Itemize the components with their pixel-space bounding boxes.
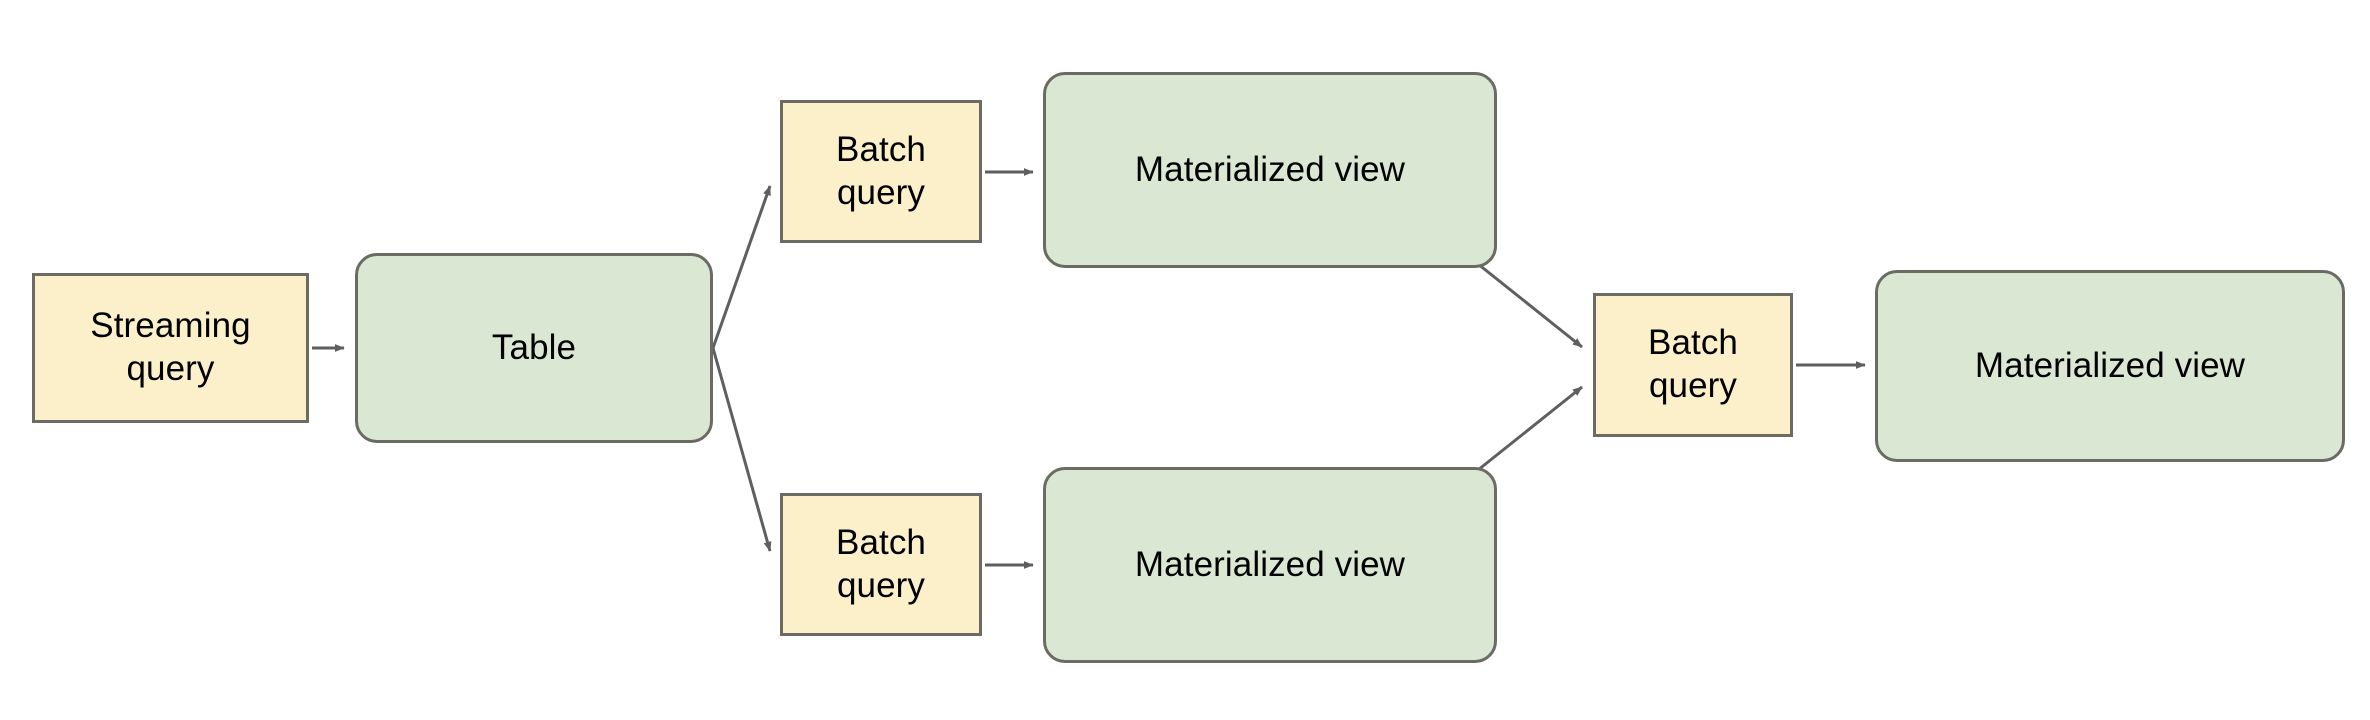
edge-materialized-view-bottom-to-batch-query-center (1477, 385, 1583, 472)
node-materialized-view-right[interactable]: Materialized view (1875, 270, 2345, 462)
node-materialized-view-top[interactable]: Materialized view (1043, 72, 1497, 268)
node-batch-query-bottom-label: Batch query (836, 522, 926, 605)
node-batch-query-center-label: Batch query (1648, 323, 1738, 405)
node-table[interactable]: Table (355, 253, 713, 443)
edge-materialized-view-top-to-batch-query-center (1477, 262, 1583, 349)
node-streaming-query[interactable]: Streaming query (32, 273, 309, 423)
edge-table-to-batch-query-bottom (711, 347, 772, 552)
node-materialized-view-bottom[interactable]: Materialized view (1043, 467, 1497, 663)
node-table-label: Table (491, 327, 577, 367)
node-materialized-view-top-label: Materialized view (1134, 149, 1406, 189)
node-batch-query-bottom[interactable]: Batch query (780, 493, 982, 636)
node-materialized-view-bottom-label: Materialized view (1134, 544, 1406, 584)
node-batch-query-top-label: Batch query (836, 129, 926, 212)
node-batch-query-center[interactable]: Batch query (1593, 293, 1793, 437)
node-streaming-query-label: Streaming query (90, 306, 251, 388)
node-materialized-view-right-label: Materialized view (1974, 345, 2246, 385)
edge-table-to-batch-query-top (711, 185, 772, 349)
node-batch-query-top[interactable]: Batch query (780, 100, 982, 243)
